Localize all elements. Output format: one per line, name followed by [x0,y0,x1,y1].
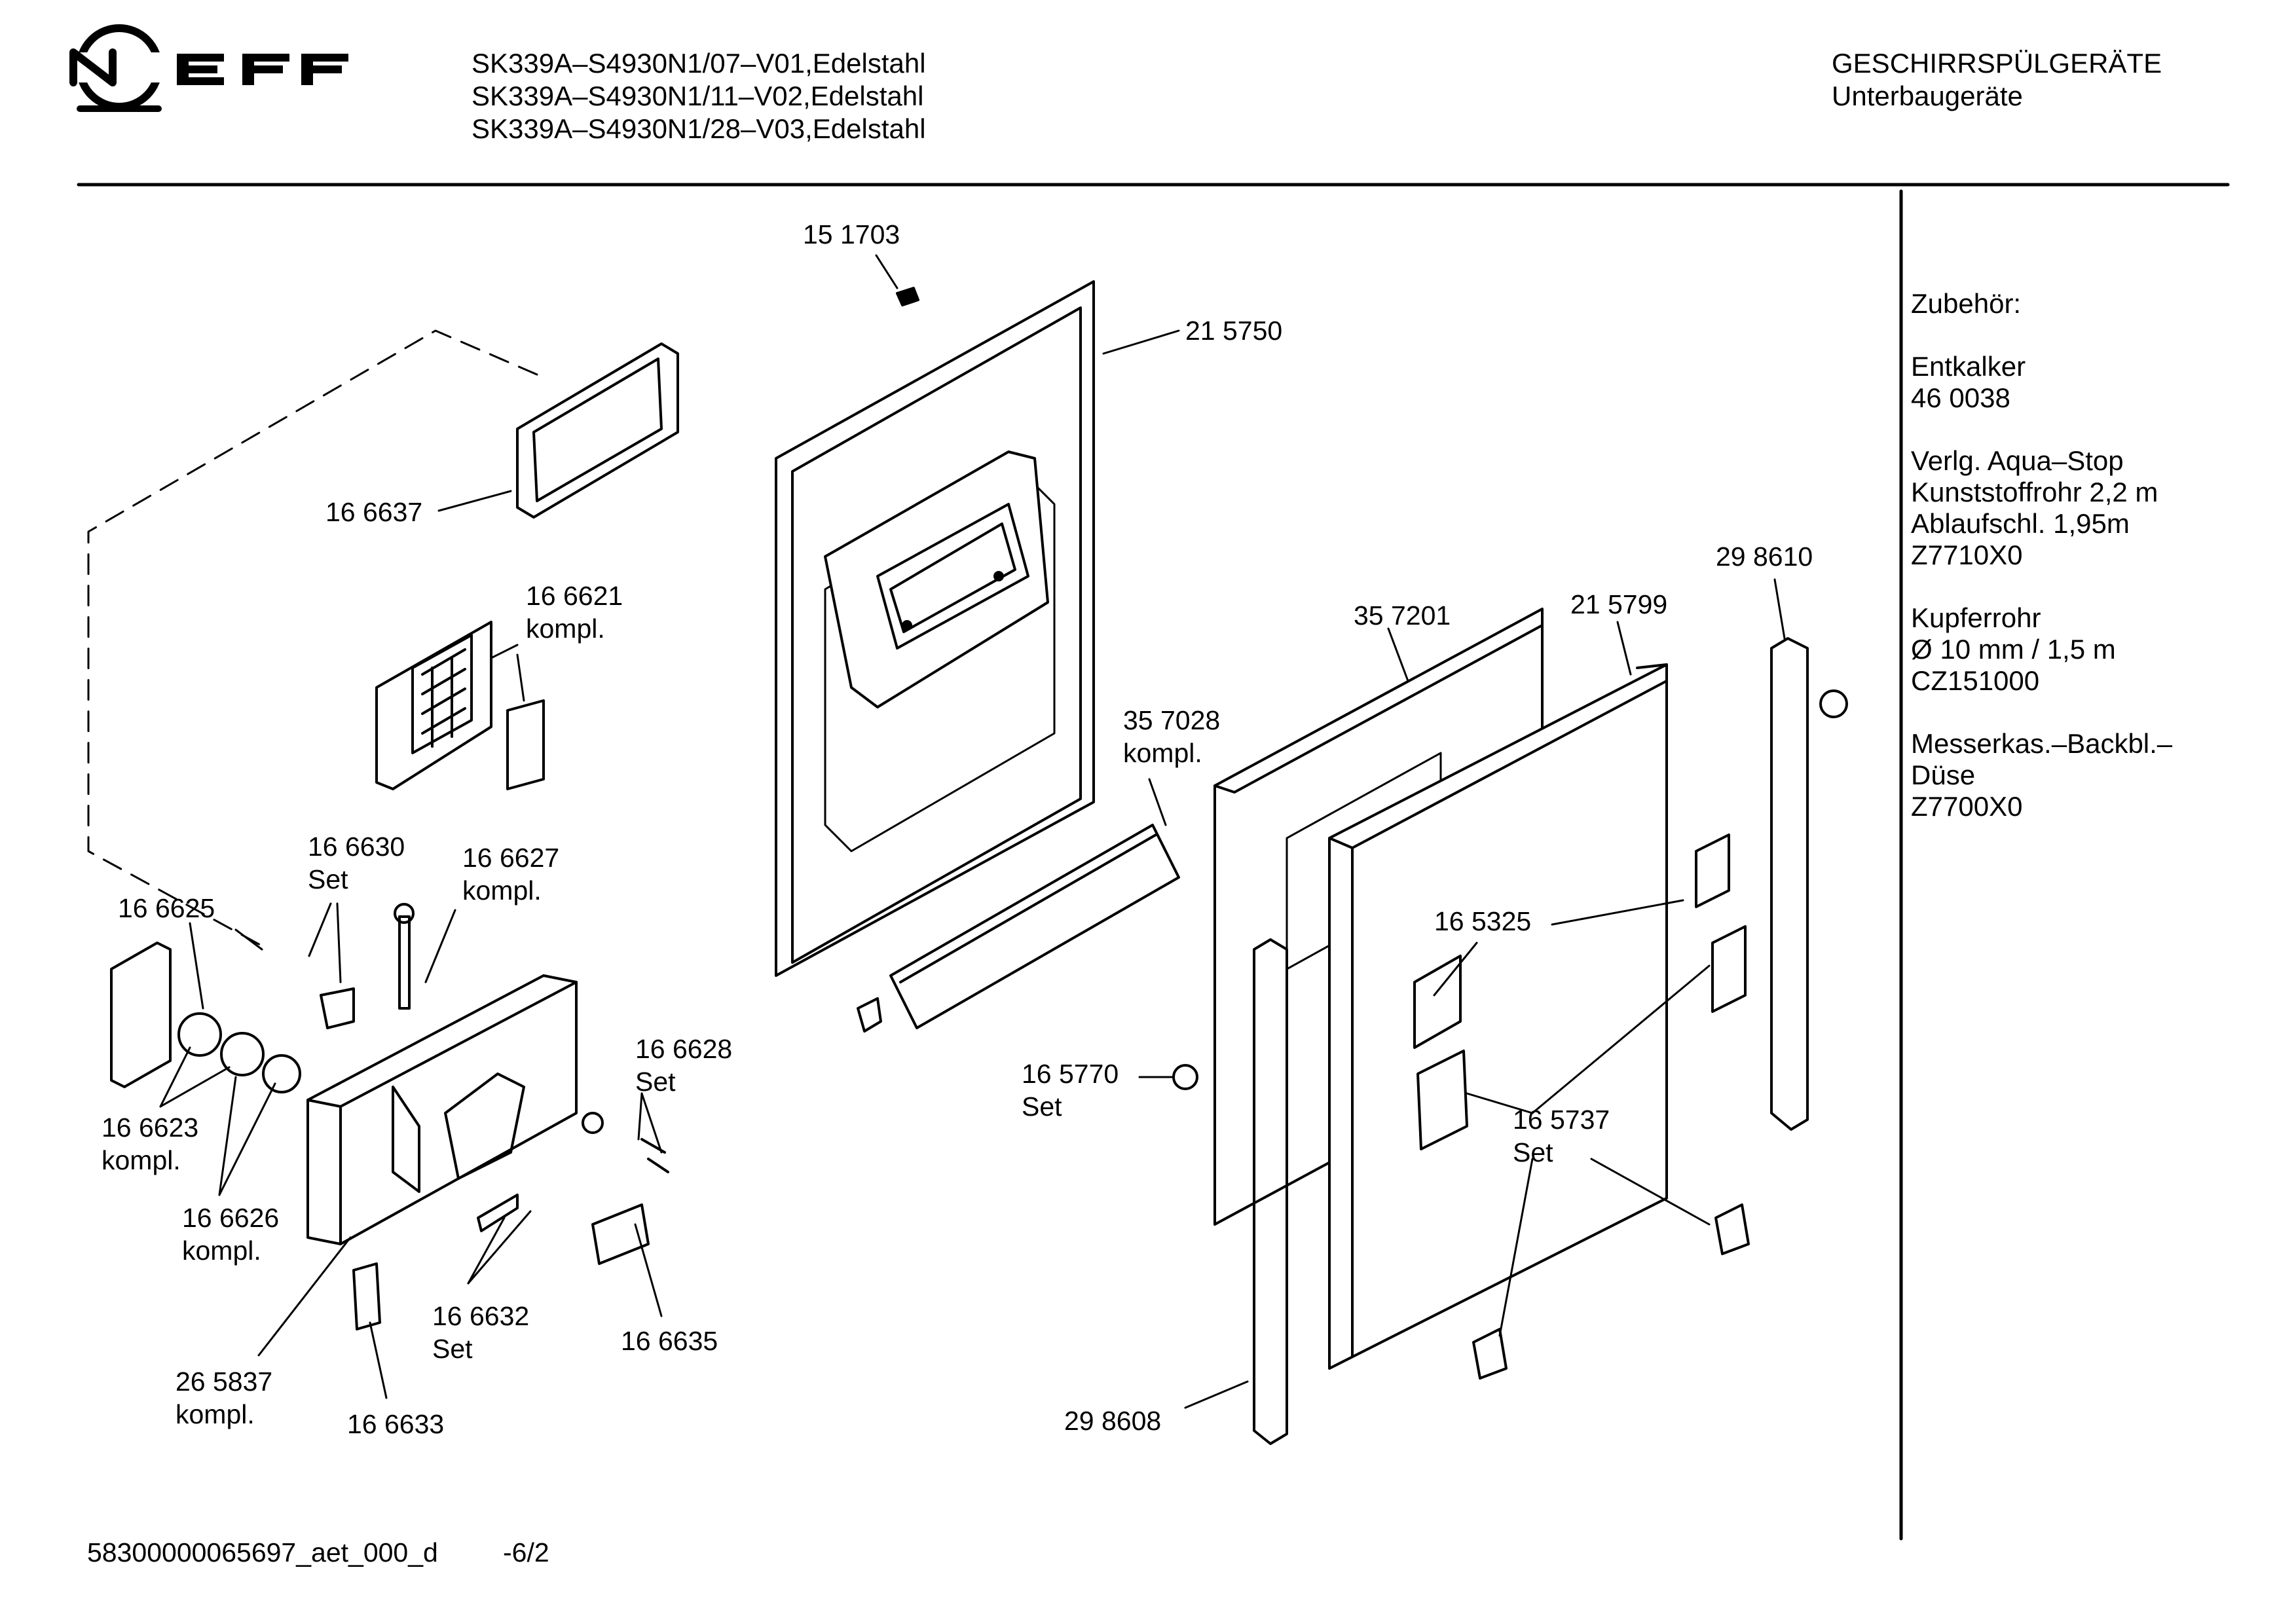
accessory-line: CZ151000 [1911,665,2040,696]
appliance-category: GESCHIRRSPÜLGERÄTE [1832,48,2162,79]
accessory-line: Ø 10 mm / 1,5 m [1911,634,2116,665]
part-label-165325: 16 5325 [1434,906,1532,936]
part-label-166621: 16 6621 [526,581,623,611]
page-number: -6/2 [503,1537,549,1567]
part-label-166623: 16 6623 [102,1112,199,1143]
part-label-166626-sub: kompl. [182,1236,261,1266]
part-label-357028-sub: kompl. [1123,738,1202,768]
accessories-title: Zubehör: [1911,288,2022,319]
accessory-line: 46 0038 [1911,382,2010,413]
part-label-166632: 16 6632 [432,1301,530,1331]
model-line-2: SK339A–S4930N1/11–V02,Edelstahl [472,81,924,111]
hinge-parts [1413,833,1750,1380]
part-label-166637: 16 6637 [325,497,423,527]
part-label-215799: 21 5799 [1570,589,1668,619]
part-label-166630-sub: Set [308,864,348,894]
model-line-3: SK339A–S4930N1/28–V03,Edelstahl [472,113,926,144]
model-line-1: SK339A–S4930N1/07–V01,Edelstahl [472,48,926,79]
part-label-357028: 35 7028 [1123,705,1221,735]
accessory-line: Z7710X0 [1911,540,2023,570]
document-id: 58300000065697_aet_000_d [87,1537,438,1567]
inner-door-panel [775,280,1095,977]
part-label-166633: 16 6633 [347,1409,445,1439]
part-label-166627-sub: kompl. [462,875,542,906]
part-label-166628-sub: Set [635,1067,676,1097]
part-label-166632-sub: Set [432,1334,473,1364]
accessory-line: Kunststoffrohr 2,2 m [1911,477,2158,507]
outer-door-panel [1328,663,1668,1370]
accessory-line: Messerkas.–Backbl.– [1911,728,2173,759]
accessory-line: Entkalker [1911,351,2026,382]
leader-lines [159,254,1786,1409]
detergent-cover [375,621,545,790]
accessory-line: Kupferrohr [1911,602,2041,633]
part-label-166628: 16 6628 [635,1034,733,1064]
part-label-165737-sub: Set [1513,1137,1553,1167]
part-label-166627: 16 6627 [462,843,560,873]
part-label-165737: 16 5737 [1513,1105,1610,1135]
part-label-265837: 26 5837 [176,1366,273,1397]
part-label-166635: 16 6635 [621,1326,718,1356]
side-strip-left [1172,938,1288,1445]
small-parts [110,903,669,1330]
side-strip-right [1770,637,1848,1131]
part-label-215750: 21 5750 [1185,316,1283,346]
part-label-151703: 15 1703 [803,219,900,249]
part-label-166626: 16 6626 [182,1203,280,1233]
part-label-166630: 16 6630 [308,832,405,862]
neff-logo [69,24,348,112]
filter-frame [516,342,679,519]
appliance-subcategory: Unterbaugeräte [1832,81,2023,111]
assembly-dashed-outline [87,329,538,951]
part-label-165770-sub: Set [1022,1091,1062,1122]
screw-part [896,287,919,306]
part-label-166621-sub: kompl. [526,614,605,644]
part-label-166625: 16 6625 [118,893,215,923]
accessory-line: Z7700X0 [1911,791,2023,822]
part-label-166623-sub: kompl. [102,1145,181,1175]
part-label-357201: 35 7201 [1354,600,1451,631]
part-label-298608: 29 8608 [1064,1406,1162,1436]
accessory-line: Düse [1911,760,1976,790]
part-label-165770: 16 5770 [1022,1059,1119,1089]
part-label-265837-sub: kompl. [176,1399,255,1429]
part-label-298610: 29 8610 [1716,541,1813,572]
accessory-line: Verlg. Aqua–Stop [1911,445,2124,476]
handle-strip [857,824,1180,1033]
accessory-line: Ablaufschl. 1,95m [1911,508,2130,539]
dispenser-housing [306,974,578,1245]
